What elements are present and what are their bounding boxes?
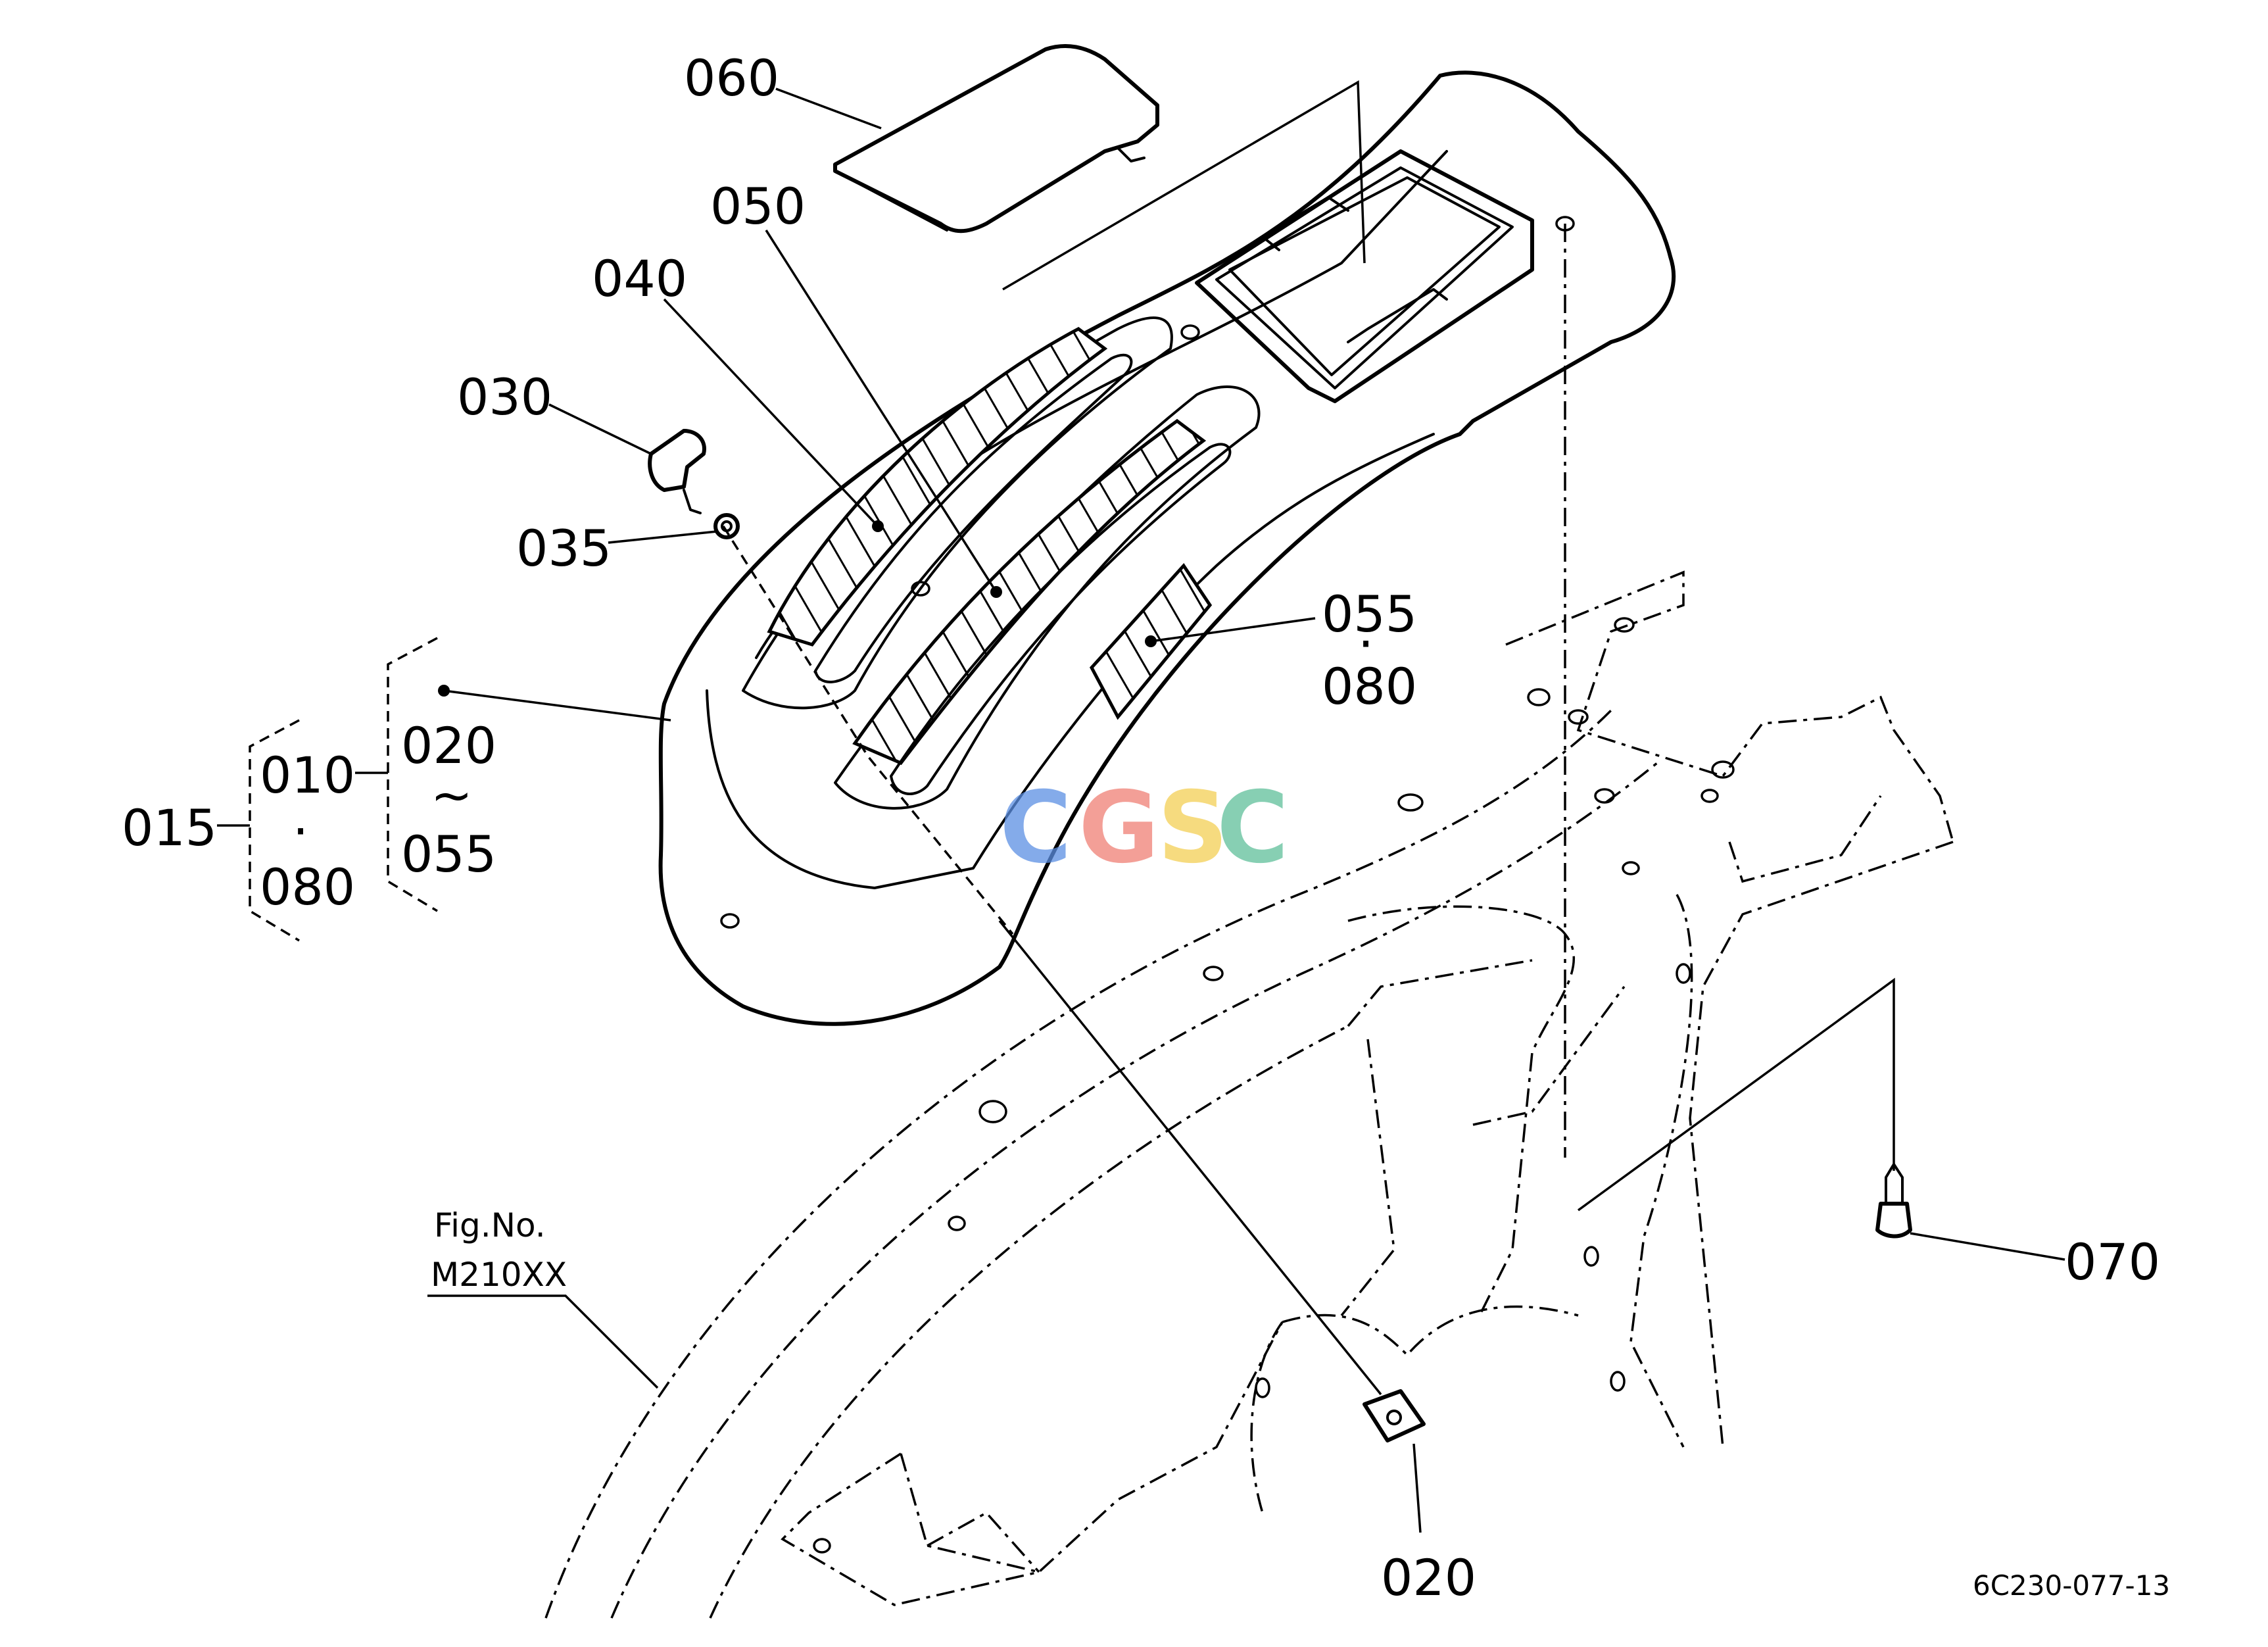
label-080-group: 080 [260, 858, 355, 916]
watermark-letter-3: S [1157, 771, 1228, 885]
label-030: 030 [457, 368, 552, 426]
decal-050 [834, 385, 1261, 810]
label-055: 055 [1322, 585, 1417, 643]
lid-ref-line [1002, 80, 1366, 291]
label-040: 040 [592, 249, 687, 308]
range-symbol: ~ [431, 766, 473, 824]
label-055-group: 055 [401, 825, 496, 883]
label-010: 010 [260, 746, 355, 804]
nut-020 [1363, 1389, 1426, 1442]
label-080: 080 [1322, 657, 1417, 716]
label-035: 035 [516, 519, 612, 578]
leader-lines [427, 87, 2065, 1533]
figure-reference-number: M210XX [431, 1256, 567, 1294]
screw-070 [1875, 1163, 1912, 1239]
label-070: 070 [2065, 1233, 2160, 1291]
separator-dot-010-080: · [293, 802, 308, 860]
knob-030 [648, 429, 706, 514]
figure-reference-caption: Fig.No. [434, 1206, 546, 1244]
watermark-logo: C G S C [1000, 771, 1289, 885]
fender-small-holes [720, 216, 1575, 929]
watermark-letter-1: C [1000, 771, 1072, 885]
drawing-code: 6C230-077-13 [1973, 1569, 2170, 1602]
label-020-group: 020 [401, 716, 496, 775]
watermark-letter-4: C [1217, 771, 1289, 885]
label-020: 020 [1381, 1548, 1476, 1607]
watermark-letter-2: G [1078, 771, 1159, 885]
lid-060 [833, 44, 1159, 234]
washer-035 [713, 513, 740, 539]
label-060: 060 [684, 49, 779, 107]
decal-040 [742, 316, 1173, 710]
label-015: 015 [122, 799, 217, 857]
label-050: 050 [710, 177, 806, 235]
part-labels: 060 050 040 030 035 055 · 080 015 010 · … [122, 49, 2170, 1607]
separator-dot-055-080: · [1358, 614, 1374, 673]
tractor-frame-outline [544, 224, 1954, 1619]
group-brackets [217, 637, 438, 942]
